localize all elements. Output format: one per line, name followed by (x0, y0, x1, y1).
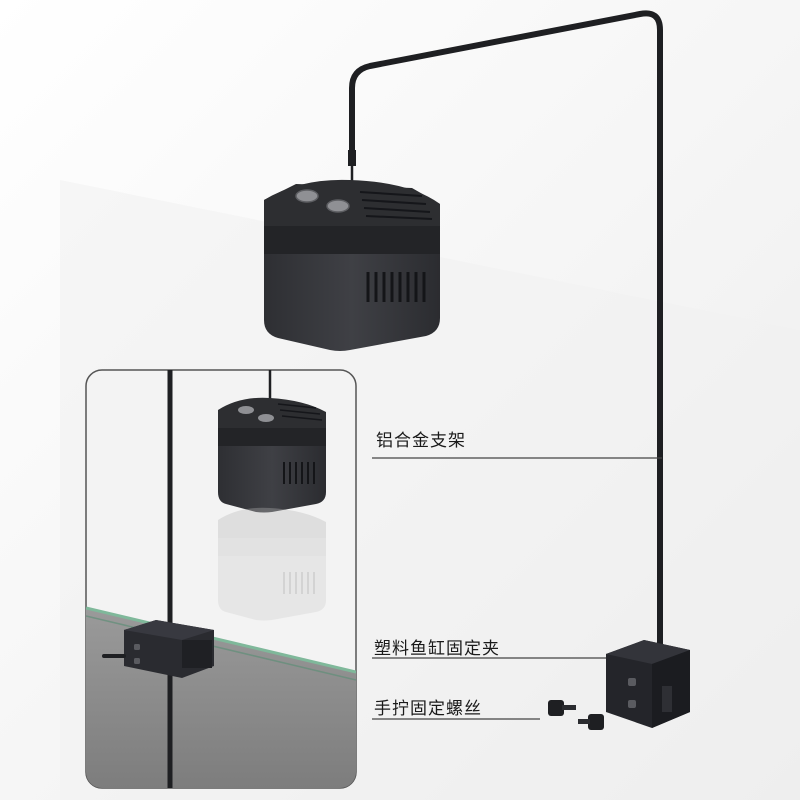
device-inset-ghost (218, 507, 326, 621)
screw-1 (548, 700, 576, 716)
side-vents (366, 272, 426, 302)
device-main (264, 179, 440, 351)
cable-sleeve (348, 150, 356, 166)
knob-right (326, 199, 350, 213)
device-upper-band (264, 226, 440, 254)
top-vents (359, 191, 433, 220)
knob-left (295, 189, 319, 203)
tank-clip-main (606, 640, 690, 728)
label-bracket: 铝合金支架 (376, 431, 466, 451)
aluminum-bracket (349, 10, 663, 655)
label-tank-clip: 塑料鱼缸固定夹 (374, 639, 500, 659)
thumb-screws (548, 700, 604, 730)
tank-edge (86, 606, 356, 674)
screw-2 (578, 714, 604, 730)
device-body (264, 254, 440, 351)
device-inset (218, 397, 326, 513)
tank-clip-inset (102, 620, 214, 678)
label-screws: 手拧固定螺丝 (374, 699, 482, 719)
